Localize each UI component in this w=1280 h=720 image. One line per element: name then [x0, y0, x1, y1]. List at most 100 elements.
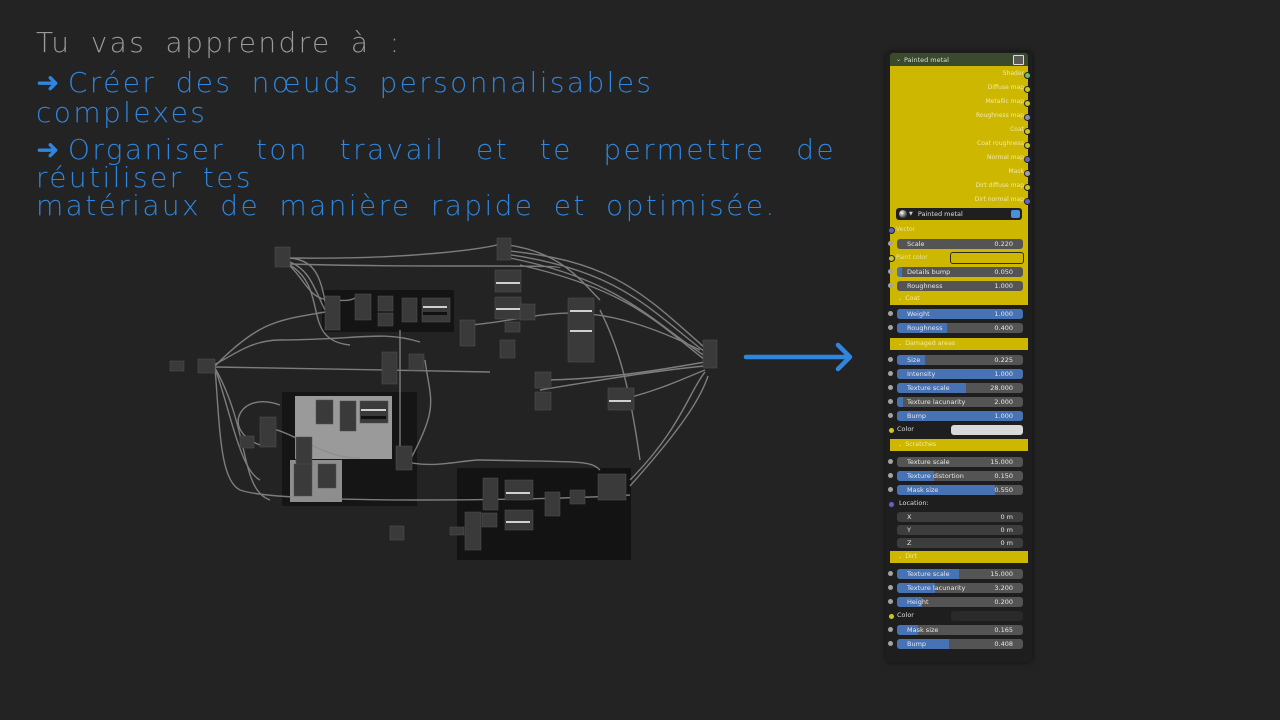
node	[389, 525, 405, 541]
dirt-height-field[interactable]: Height 0.200	[897, 597, 1023, 607]
input-socket[interactable]	[888, 571, 893, 576]
output-socket[interactable]	[1024, 86, 1031, 93]
input-socket[interactable]	[888, 311, 893, 316]
input-socket[interactable]	[888, 613, 895, 620]
input-socket[interactable]	[888, 371, 893, 376]
output-coat-roughness: Coat roughness	[977, 140, 1024, 147]
node-group-selector[interactable]: ▼ Painted metal	[896, 208, 1022, 220]
node	[597, 473, 627, 501]
section-scratches[interactable]: ⌄Scratches	[890, 439, 1028, 451]
details-bump-field[interactable]: Details bump 0.050	[897, 267, 1023, 277]
coat-weight-field[interactable]: Weight 1.000	[897, 309, 1023, 319]
node	[197, 358, 216, 374]
field-label: Texture lacunarity	[907, 398, 966, 406]
dirt-bump-field[interactable]: Bump 0.408	[897, 639, 1023, 649]
node	[504, 479, 534, 501]
location-z-field[interactable]: Z 0 m	[897, 538, 1023, 548]
chevron-down-icon[interactable]: ⌄	[898, 554, 903, 560]
input-socket[interactable]	[888, 487, 893, 492]
input-socket[interactable]	[888, 413, 893, 418]
slider-fill	[897, 383, 967, 393]
section-dirt[interactable]: ⌄Dirt	[890, 551, 1028, 563]
bullet-1-text: Créer des nœuds personnalisables complex…	[36, 66, 654, 129]
scratches-texture-scale-field[interactable]: Texture scale 15.000	[897, 457, 1023, 467]
input-socket[interactable]	[888, 459, 893, 464]
dirt-texture-lacunarity-field[interactable]: Texture lacunarity 3.200	[897, 583, 1023, 593]
chevron-down-icon[interactable]: ⌄	[896, 56, 902, 63]
output-socket[interactable]	[1024, 100, 1031, 107]
dirt-color-swatch[interactable]	[951, 611, 1023, 621]
input-socket[interactable]	[888, 227, 895, 234]
node-group-icon[interactable]	[1013, 55, 1024, 65]
node-header[interactable]: ⌄ Painted metal	[890, 53, 1028, 66]
chevron-down-icon[interactable]: ⌄	[898, 296, 903, 302]
input-socket[interactable]	[888, 385, 893, 390]
input-socket[interactable]	[888, 269, 893, 274]
input-socket[interactable]	[888, 357, 893, 362]
input-socket[interactable]	[888, 627, 893, 632]
node-group-panel[interactable]: ⌄ Painted metal Shader Diffuse map Metal…	[886, 52, 1032, 662]
material-ball-icon[interactable]	[899, 210, 907, 218]
roughness-field[interactable]: Roughness 1.000	[897, 281, 1023, 291]
scale-field[interactable]: Scale 0.220	[897, 239, 1023, 249]
damaged-color-label: Color	[897, 425, 914, 433]
input-socket[interactable]	[888, 399, 893, 404]
damaged-texture-lacunarity-field[interactable]: Texture lacunarity 2.000	[897, 397, 1023, 407]
chevron-down-icon[interactable]: ⌄	[898, 341, 903, 347]
location-x-field[interactable]: X 0 m	[897, 512, 1023, 522]
node	[377, 312, 394, 327]
field-label: Texture distortion	[907, 472, 964, 480]
section-damaged-areas[interactable]: ⌄Damaged areas	[890, 338, 1028, 350]
input-socket[interactable]	[888, 641, 893, 646]
damaged-size-field[interactable]: Size 0.225	[897, 355, 1023, 365]
damaged-intensity-field[interactable]: Intensity 1.000	[897, 369, 1023, 379]
input-socket[interactable]	[888, 241, 893, 246]
slider-fill	[897, 639, 949, 649]
input-socket[interactable]	[888, 585, 893, 590]
field-value: 0.200	[994, 598, 1013, 606]
node	[324, 295, 341, 331]
output-socket[interactable]	[1024, 128, 1031, 135]
output-socket[interactable]	[1024, 142, 1031, 149]
field-value: 0.150	[994, 472, 1013, 480]
output-socket[interactable]	[1024, 156, 1031, 163]
scratches-texture-distortion-field[interactable]: Texture distortion 0.150	[897, 471, 1023, 481]
output-socket[interactable]	[1024, 170, 1031, 177]
chevron-down-icon[interactable]: ⌄	[898, 442, 903, 448]
output-socket[interactable]	[1024, 72, 1031, 79]
field-label: X	[907, 513, 912, 521]
output-dirt-diffuse-map: Dirt diffuse map	[975, 182, 1024, 189]
input-socket[interactable]	[888, 473, 893, 478]
location-y-field[interactable]: Y 0 m	[897, 525, 1023, 535]
arrow-right-icon: ➜	[36, 66, 62, 99]
paint-color-swatch[interactable]	[950, 252, 1024, 264]
damaged-color-swatch[interactable]	[951, 425, 1023, 435]
shield-icon[interactable]	[1011, 210, 1020, 218]
damaged-bump-field[interactable]: Bump 1.000	[897, 411, 1023, 421]
damaged-texture-scale-field[interactable]: Texture scale 28.000	[897, 383, 1023, 393]
field-value: 0 m	[1000, 526, 1013, 534]
location-label: Location:	[899, 499, 929, 507]
field-value: 1.000	[994, 282, 1013, 290]
input-socket[interactable]	[888, 255, 895, 262]
output-socket[interactable]	[1024, 114, 1031, 121]
input-socket[interactable]	[888, 325, 893, 330]
section-coat[interactable]: ⌄Coat	[890, 293, 1028, 305]
node	[239, 435, 255, 449]
field-label: Details bump	[907, 268, 951, 276]
output-socket[interactable]	[1024, 184, 1031, 191]
input-socket[interactable]	[888, 599, 893, 604]
dirt-texture-scale-field[interactable]: Texture scale 15.000	[897, 569, 1023, 579]
node-group-name[interactable]: Painted metal	[917, 210, 963, 218]
input-socket[interactable]	[888, 427, 895, 434]
field-label: Mask size	[907, 626, 939, 634]
input-socket[interactable]	[888, 283, 893, 288]
coat-roughness-field[interactable]: Roughness 0.400	[897, 323, 1023, 333]
dirt-mask-size-field[interactable]: Mask size 0.165	[897, 625, 1023, 635]
output-socket[interactable]	[1024, 198, 1031, 205]
arrow-right-icon: ➜	[36, 133, 62, 166]
input-socket[interactable]	[888, 501, 895, 508]
output-dirt-normal-map: Dirt normal map	[974, 196, 1024, 203]
output-shader: Shader	[1002, 70, 1024, 77]
scratches-mask-size-field[interactable]: Mask size 0.550	[897, 485, 1023, 495]
